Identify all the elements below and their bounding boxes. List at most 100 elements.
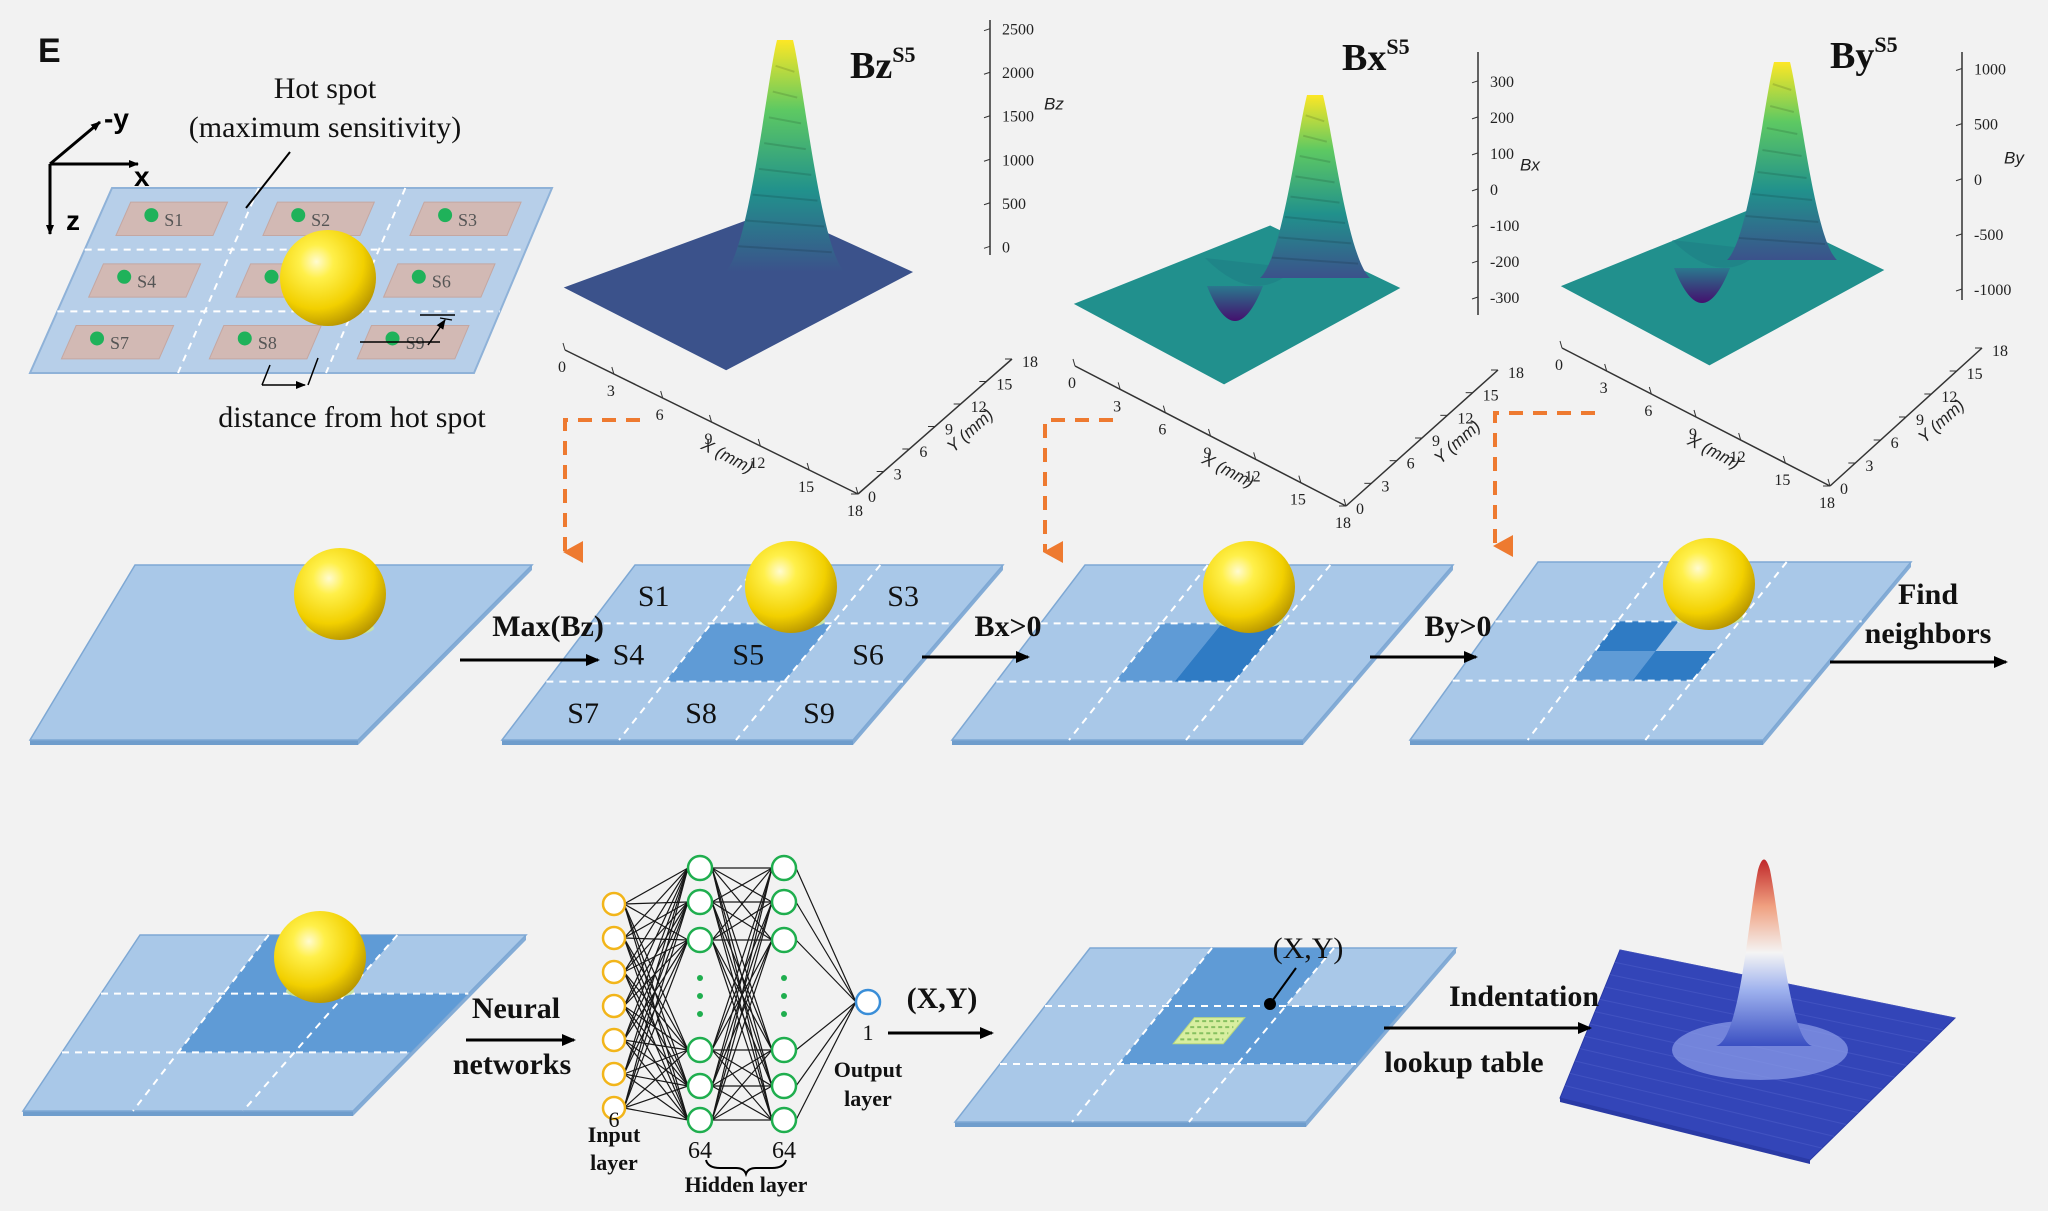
surface	[1560, 62, 1885, 366]
sensor-dot	[291, 208, 306, 223]
surface-valley	[1674, 268, 1730, 303]
plate-edge	[502, 740, 853, 745]
plate-edge	[1306, 948, 1456, 1127]
y-tick-label: 9	[1432, 433, 1440, 450]
plate-grid	[1000, 947, 1406, 1123]
hot-spot-pointer	[245, 151, 291, 209]
grid-line	[1071, 947, 1213, 1123]
output-layer-label: Output	[834, 1057, 903, 1082]
hidden1-node	[686, 1036, 714, 1064]
surface-base	[563, 209, 914, 371]
y-tick-label: 3	[894, 467, 902, 484]
z-tick-label: 2000	[1002, 65, 1034, 82]
x-tick	[1604, 363, 1608, 372]
z-tick	[1471, 188, 1479, 192]
highlighted-cell	[1572, 651, 1656, 681]
grid-line	[1068, 564, 1209, 741]
x-tick-label: 3	[607, 383, 615, 400]
plot-title: BzS5	[850, 42, 915, 87]
z-tick-label: -100	[1490, 218, 1519, 235]
surface-peak	[1260, 95, 1370, 278]
nn-edge	[623, 1085, 689, 1109]
nn-edge	[711, 901, 773, 1121]
surface-contour	[758, 167, 812, 176]
nn-edge	[623, 903, 689, 1051]
plate-top	[28, 564, 534, 741]
grid-cell-label: S7	[567, 697, 599, 730]
plot-title: ByS5	[1830, 32, 1898, 77]
y-tick-label: 0	[868, 489, 876, 506]
plate-grid	[546, 564, 953, 741]
z-tick-label: 300	[1490, 74, 1514, 91]
y-tick-label: 18	[1508, 365, 1524, 382]
output-layer-label-2: layer	[844, 1086, 892, 1111]
y-tick-label: 6	[1407, 456, 1415, 473]
highlighted-cell	[1174, 623, 1283, 682]
sensor-pad	[115, 201, 229, 236]
hidden1-node	[686, 888, 714, 916]
ellipsis-dot	[697, 993, 703, 999]
y-tick-label: 3	[1865, 458, 1873, 475]
surface-contour	[1745, 215, 1819, 223]
x-tick	[1559, 340, 1563, 349]
coordinate-axes: -y x z	[46, 103, 150, 236]
grid-line	[132, 934, 270, 1112]
sensor-dot	[237, 331, 252, 346]
orange-connectors	[563, 411, 1595, 563]
plate-edge	[952, 740, 1303, 745]
sensor-pad	[208, 325, 323, 360]
ellipsis-dot	[781, 993, 787, 999]
x-tick-label: 6	[1158, 422, 1166, 439]
z-tick-label: -1000	[1974, 282, 2011, 299]
hidden2-node	[770, 888, 798, 916]
estimated-point-pointer	[1269, 967, 1297, 1005]
hidden2-node	[770, 854, 798, 882]
surface-contour	[752, 193, 818, 202]
hidden1-node	[686, 1072, 714, 1100]
surface-contour	[738, 245, 832, 254]
z-tick-label: -300	[1490, 290, 1519, 307]
nn-edge	[623, 867, 689, 905]
x-tick	[1648, 386, 1652, 395]
ball	[1203, 541, 1295, 633]
grid-line	[618, 564, 759, 741]
sensor-pad	[87, 263, 202, 298]
plate-edge	[955, 1122, 1306, 1127]
nn-edge	[711, 939, 773, 1121]
networks-label: networks	[453, 1048, 571, 1081]
hidden2-node	[770, 1106, 798, 1134]
nn-edge	[623, 971, 689, 1051]
nn-edge	[623, 937, 689, 1087]
y-tick-label: 18	[1992, 343, 2008, 360]
nn-connections	[623, 867, 857, 1121]
sensor-dot	[90, 331, 105, 346]
x-tick	[855, 486, 859, 495]
z-axis-title: By	[2004, 149, 2025, 168]
y-tick-label: 0	[1840, 481, 1848, 498]
nn-edge	[711, 867, 773, 941]
z-axis-title: Bz	[1044, 94, 1064, 113]
surface-contour	[1278, 236, 1352, 245]
surface-contour	[1295, 175, 1335, 184]
nn-edge	[795, 1001, 857, 1051]
x-tick	[1738, 432, 1742, 441]
nn-edge	[711, 1085, 773, 1121]
plot-title-sup: S5	[1874, 32, 1897, 57]
y-tick-label: 15	[996, 377, 1012, 394]
surface-ridge	[1205, 258, 1295, 286]
x-tick	[660, 390, 664, 399]
axis-z-label: z	[66, 205, 80, 236]
step-bx-positive: Bx>0	[974, 610, 1041, 643]
grid-cell-label: S4	[613, 639, 645, 672]
indentation-halo	[1672, 1020, 1848, 1080]
nn-edge	[711, 867, 773, 1051]
ellipsis-dot	[697, 975, 703, 981]
z-tick	[1471, 224, 1479, 228]
z-tick-label: 0	[1974, 172, 1982, 189]
sensor-pad	[409, 201, 522, 236]
highlighted-cell	[1115, 623, 1222, 682]
nn-edge	[795, 939, 857, 1003]
xy-arrow-label: (X,Y)	[907, 982, 978, 1015]
